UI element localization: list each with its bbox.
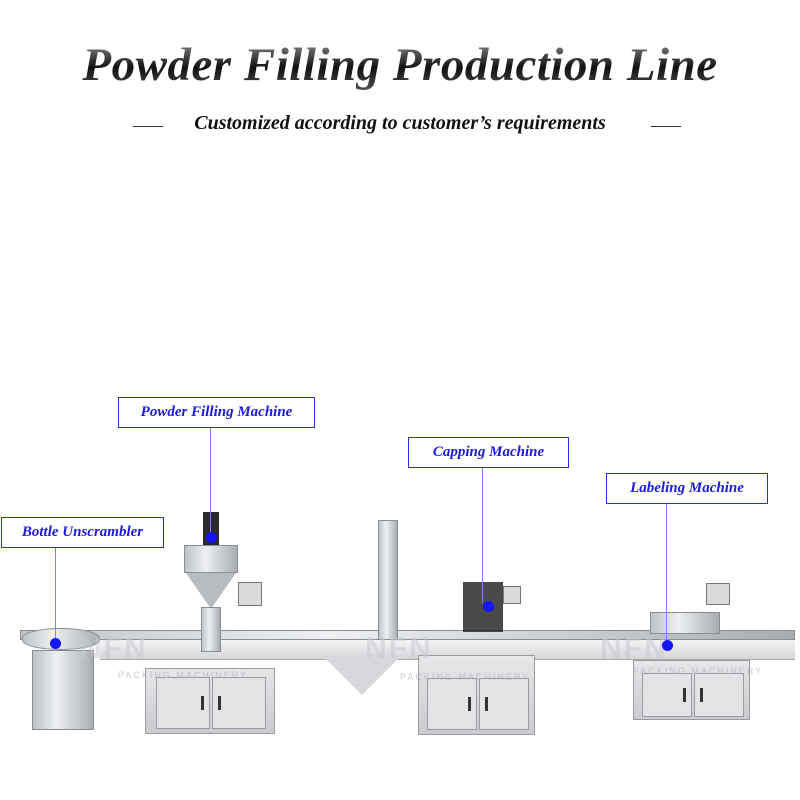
watermark-logo: NFN — [365, 632, 433, 665]
elevator-base — [322, 655, 402, 695]
callout-bottle-unscrambler: Bottle Unscrambler — [1, 517, 164, 548]
conveyor-rail — [20, 630, 795, 640]
capper-control-panel — [503, 586, 521, 604]
subtitle-rule-right — [651, 126, 681, 127]
callout-leader-line — [666, 504, 667, 644]
subtitle-rule-left — [133, 126, 163, 127]
watermark-tagline: PACKING MACHINERY — [633, 666, 764, 676]
callout-dot — [662, 640, 673, 651]
filler-control-panel — [238, 582, 262, 606]
labeler-cabinet — [633, 660, 750, 720]
callout-dot — [483, 601, 494, 612]
capper-cabinet — [418, 655, 535, 735]
labeler-head — [650, 612, 720, 634]
page-title: Powder Filling Production Line — [0, 38, 800, 92]
callout-leader-line — [55, 548, 56, 643]
unscrambler-table — [22, 628, 100, 650]
watermark-logo: NFN — [80, 632, 148, 665]
callout-dot — [206, 532, 217, 543]
filler-hopper — [184, 545, 238, 573]
callout-labeling-machine: Labeling Machine — [606, 473, 768, 504]
callout-powder-filling-machine: Powder Filling Machine — [118, 397, 315, 428]
watermark-tagline: PACKING MACHINERY — [118, 670, 249, 680]
filler-auger — [201, 607, 221, 652]
filler-cabinet — [145, 668, 275, 734]
labeler-control-panel — [706, 583, 730, 605]
page-subtitle: Customized according to customer’s requi… — [194, 112, 606, 134]
filler-cone — [186, 573, 236, 609]
cap-elevator — [378, 520, 398, 640]
callout-leader-line — [482, 468, 483, 603]
unscrambler-body — [32, 650, 94, 730]
callout-leader-line — [210, 428, 211, 537]
watermark-tagline: PACKING MACHINERY — [400, 672, 531, 682]
callout-capping-machine: Capping Machine — [408, 437, 569, 468]
watermark-logo: NFN — [600, 632, 668, 665]
callout-dot — [50, 638, 61, 649]
